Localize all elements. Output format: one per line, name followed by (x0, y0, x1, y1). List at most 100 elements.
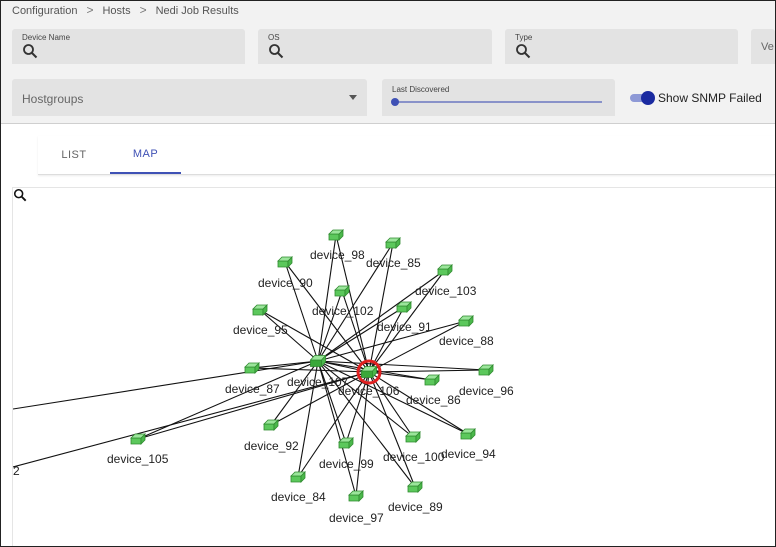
switch-icon[interactable] (396, 301, 412, 307)
map-node[interactable]: device_91 (377, 301, 432, 334)
switch-icon[interactable] (405, 431, 421, 437)
breadcrumb-hosts[interactable]: Hosts (102, 5, 131, 17)
map-link (13, 371, 370, 468)
switch-icon[interactable] (424, 374, 440, 380)
map-node[interactable]: device_97 (329, 490, 384, 525)
switch-icon[interactable] (130, 433, 146, 439)
map-node[interactable]: device_96 (459, 364, 514, 398)
map-node[interactable]: device_88 (439, 315, 494, 348)
map-node-label: device_99 (319, 457, 374, 471)
chevron-down-icon[interactable] (349, 95, 357, 100)
map-node-label: device_107 (287, 375, 349, 389)
map-node[interactable]: device_95 (233, 304, 288, 337)
switch-icon-body[interactable] (310, 359, 322, 367)
map-node[interactable]: device_100 (383, 431, 445, 464)
switch-icon[interactable] (385, 237, 401, 243)
map-link (284, 261, 319, 362)
network-map-canvas[interactable]: device_98device_85device_90device_103dev… (13, 188, 776, 547)
map-node[interactable]: device_94 (441, 428, 496, 461)
map-link (270, 360, 319, 426)
version-field[interactable]: Ve (751, 29, 775, 64)
map-node[interactable]: device_107 (287, 354, 349, 390)
hostgroups-select[interactable]: Hostgroups (12, 79, 367, 116)
switch-icon[interactable] (244, 362, 260, 368)
switch-icon[interactable] (252, 304, 268, 310)
switch-icon[interactable] (360, 366, 378, 372)
slider-track[interactable] (395, 101, 602, 103)
switch-icon-body[interactable] (424, 378, 436, 386)
switch-icon-body[interactable] (263, 423, 275, 431)
switch-icon[interactable] (338, 437, 354, 443)
switch-icon-body[interactable] (334, 289, 346, 297)
switch-icon[interactable] (407, 481, 423, 487)
switch-icon[interactable] (277, 256, 293, 262)
type-field[interactable]: Type (505, 29, 738, 64)
map-link (297, 360, 319, 478)
map-link (368, 371, 414, 438)
switch-icon[interactable] (290, 471, 306, 477)
switch-icon-body[interactable] (361, 370, 373, 378)
switch-icon[interactable] (334, 285, 350, 291)
switch-icon-body[interactable] (290, 475, 302, 483)
breadcrumb-nedi-job-results: Nedi Job Results (155, 5, 239, 17)
switch-icon-body[interactable] (338, 441, 350, 449)
switch-icon[interactable] (437, 264, 453, 270)
map-node-label: device_97 (329, 511, 384, 525)
switch-icon-body[interactable] (130, 437, 142, 445)
map-node[interactable]: device_105 (107, 433, 169, 466)
switch-icon[interactable] (458, 315, 474, 321)
map-node[interactable]: device_90 (258, 256, 313, 290)
map-node[interactable]: device_102 (312, 285, 374, 318)
os-label: OS (268, 33, 280, 42)
switch-icon[interactable] (460, 428, 476, 434)
map-link (317, 269, 446, 362)
switch-icon[interactable] (263, 419, 279, 425)
tab-list[interactable]: LIST (61, 149, 87, 161)
show-snmp-failed-toggle[interactable] (630, 90, 656, 106)
map-node[interactable]: device_103 (415, 264, 477, 298)
os-field[interactable]: OS (258, 29, 492, 64)
map-node[interactable]: device_87 (225, 362, 280, 396)
slider-thumb[interactable] (391, 98, 399, 106)
map-link (317, 234, 337, 362)
switch-icon-body[interactable] (460, 432, 472, 440)
switch-icon-body[interactable] (437, 268, 449, 276)
switch-icon-body[interactable] (405, 435, 417, 443)
switch-icon-body[interactable] (328, 233, 340, 241)
last-discovered-slider[interactable]: Last Discovered (382, 79, 615, 116)
switch-icon-body[interactable] (458, 319, 470, 327)
map-node-label: device_92 (244, 439, 299, 453)
switch-icon-body[interactable] (252, 308, 264, 316)
map-link (317, 242, 394, 362)
switch-icon-body[interactable] (396, 305, 408, 313)
map-node[interactable]: device_98 (310, 229, 365, 262)
map-node[interactable]: device_106 (338, 359, 400, 398)
map-node[interactable]: device_86 (406, 374, 461, 407)
map-node[interactable]: device_92 (244, 419, 299, 453)
switch-icon-body[interactable] (277, 260, 289, 268)
zoom-icon[interactable] (13, 188, 27, 202)
switch-icon-body[interactable] (385, 241, 397, 249)
map-link (137, 360, 319, 440)
breadcrumb-configuration[interactable]: Configuration (12, 5, 78, 17)
offscreen-node-label: 2 (13, 464, 20, 478)
view-tabs: LIST MAP (38, 136, 775, 175)
device-name-field[interactable]: Device Name (12, 29, 245, 64)
map-node[interactable]: device_84 (271, 471, 326, 504)
map-node[interactable]: device_85 (366, 237, 421, 270)
switch-icon-body[interactable] (244, 366, 256, 374)
tab-map[interactable]: MAP (110, 136, 181, 174)
switch-icon[interactable] (328, 229, 344, 235)
switch-icon-body[interactable] (478, 368, 490, 376)
map-node[interactable]: device_99 (319, 437, 374, 471)
switch-icon[interactable] (309, 355, 327, 361)
switch-icon[interactable] (478, 364, 494, 370)
map-link (341, 290, 370, 373)
map-link (297, 371, 370, 478)
switch-icon-body[interactable] (407, 485, 419, 493)
map-node[interactable]: device_89 (388, 481, 443, 514)
toggle-thumb[interactable] (641, 91, 655, 105)
switch-icon-body[interactable] (348, 494, 360, 502)
switch-icon[interactable] (348, 490, 364, 496)
